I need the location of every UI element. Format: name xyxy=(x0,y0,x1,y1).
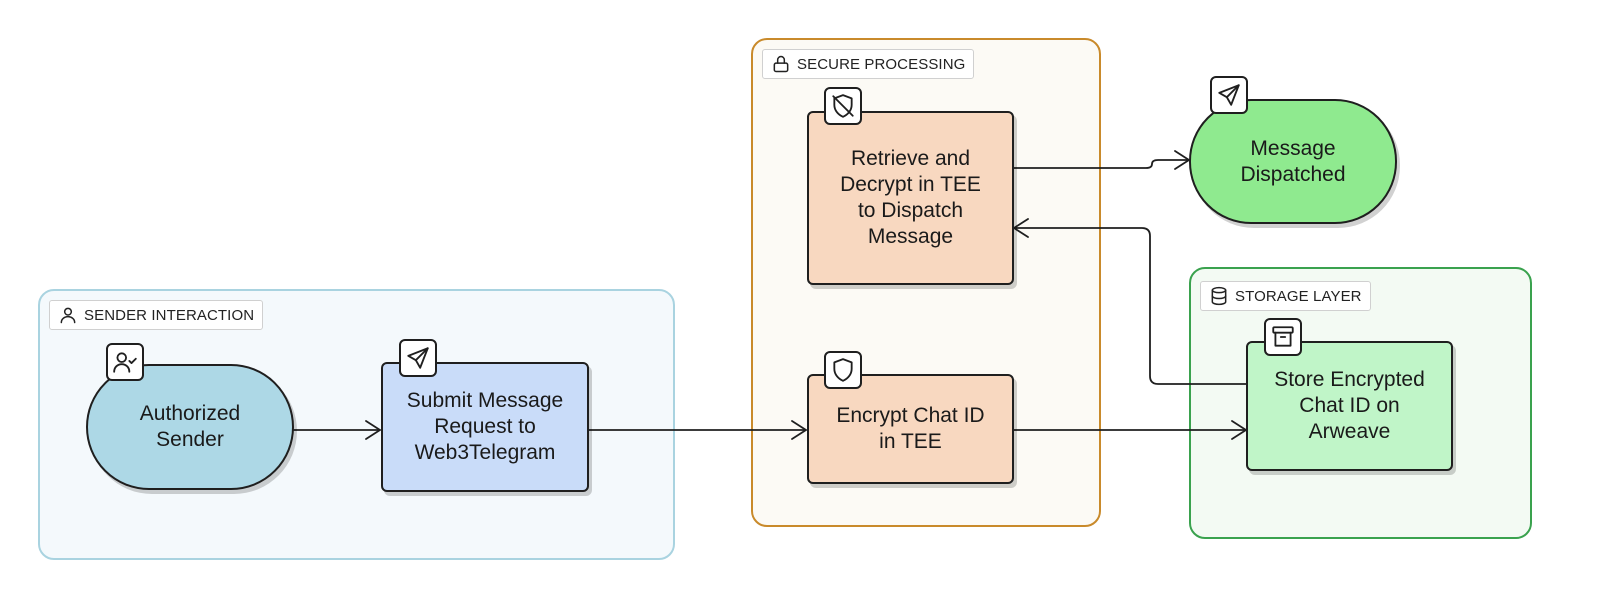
edge-retrieve-to-dispatched xyxy=(1013,159,1190,169)
lock-icon xyxy=(773,55,789,73)
badge-encrypt-chat-id xyxy=(824,351,862,389)
node-retrieve-and-decrypt[interactable]: Retrieve and Decrypt in TEE to Dispatch … xyxy=(807,111,1014,285)
shield-icon xyxy=(833,358,853,382)
badge-submit-message-request xyxy=(399,339,437,377)
badge-retrieve-and-decrypt xyxy=(824,87,862,125)
node-store-on-arweave[interactable]: Store Encrypted Chat ID on Arweave xyxy=(1246,341,1453,471)
badge-authorized-sender xyxy=(106,343,144,381)
arrowhead xyxy=(1013,218,1029,238)
node-submit-message-request[interactable]: Submit Message Request to Web3Telegram xyxy=(381,362,589,492)
arrowhead xyxy=(365,420,381,440)
node-message-dispatched[interactable]: Message Dispatched xyxy=(1189,99,1397,224)
send-icon xyxy=(407,347,429,369)
send-icon xyxy=(1218,84,1240,106)
database-icon xyxy=(1211,286,1227,306)
shield-off-icon xyxy=(832,94,854,118)
arrowhead xyxy=(791,420,807,440)
badge-store-on-arweave xyxy=(1264,318,1302,356)
node-authorized-sender[interactable]: Authorized Sender xyxy=(86,364,294,490)
group-label-secure-processing: SECURE PROCESSING xyxy=(762,49,975,79)
edge-store-to-retrieve xyxy=(1013,227,1247,385)
badge-message-dispatched xyxy=(1210,76,1248,114)
group-label-storage-layer: STORAGE LAYER xyxy=(1200,281,1371,311)
archive-icon xyxy=(1272,326,1294,347)
user-icon xyxy=(60,307,76,324)
node-encrypt-chat-id[interactable]: Encrypt Chat ID in TEE xyxy=(807,374,1014,484)
user-check-icon xyxy=(113,352,137,373)
group-label-sender-interaction: SENDER INTERACTION xyxy=(49,300,264,330)
